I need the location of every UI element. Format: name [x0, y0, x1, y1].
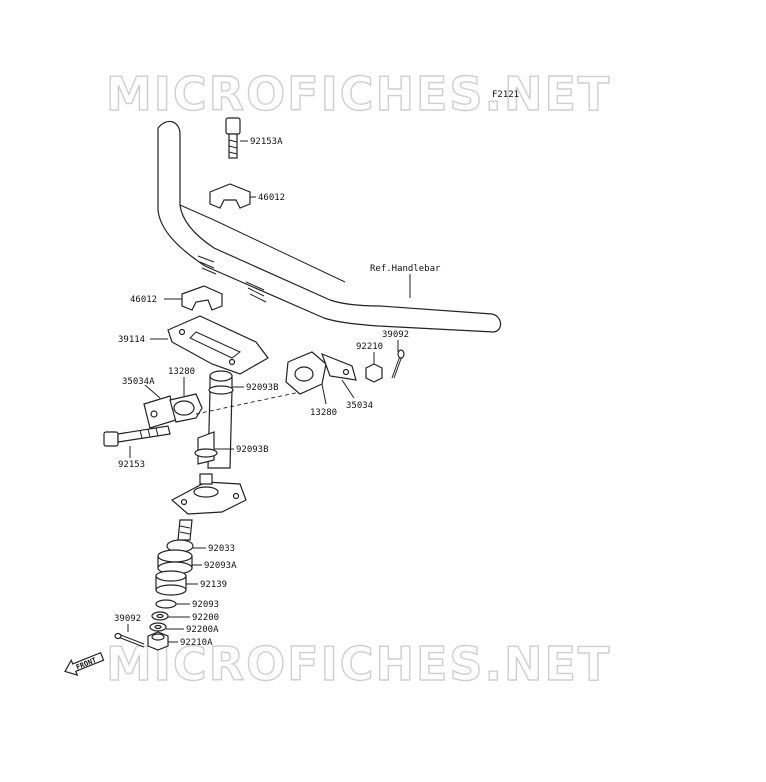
label-92200: 92200 — [192, 613, 219, 623]
label-92093B-upper: 92093B — [246, 383, 279, 393]
label-92033: 92033 — [208, 544, 235, 554]
handlebar — [157, 120, 502, 333]
watermark-top: MICROFICHES.NET — [106, 67, 611, 121]
oring-92093A — [157, 549, 193, 575]
label-46012-upper: 46012 — [258, 193, 285, 203]
label-39092-lower: 39092 — [114, 614, 141, 624]
watermark-bottom: MICROFICHES.NET — [106, 637, 611, 691]
label-92153A: 92153A — [250, 137, 283, 147]
front-label: FRONT — [75, 656, 98, 671]
cotter-pin-39092-lower — [114, 632, 145, 648]
steering-shaft — [194, 370, 234, 469]
washer-92200A — [149, 622, 167, 632]
label-92093: 92093 — [192, 600, 219, 610]
lower-shaft — [177, 519, 193, 541]
lower-plate — [170, 473, 247, 515]
washer-92200 — [151, 611, 169, 621]
clamp-upper-46012 — [209, 183, 251, 209]
nut-92210 — [365, 363, 383, 383]
label-92093A: 92093A — [204, 561, 237, 571]
bolt-92153 — [103, 425, 171, 447]
label-ref-handlebar: Ref.Handlebar — [370, 264, 441, 274]
figure-code: F2121 — [492, 90, 519, 100]
label-92200A: 92200A — [186, 625, 219, 635]
holder-plate-39114 — [167, 315, 269, 375]
oring-92093 — [155, 599, 177, 609]
label-39092-upper: 39092 — [382, 330, 409, 340]
handlebar-knurl-right — [245, 281, 267, 303]
label-13280-right: 13280 — [310, 408, 337, 418]
label-35034A: 35034A — [122, 377, 155, 387]
cotter-pin-39092-upper — [391, 349, 405, 379]
bearing-92139 — [155, 570, 187, 596]
nut-92210A — [147, 631, 169, 651]
bolt-92153A — [225, 117, 241, 159]
label-46012-lower: 46012 — [130, 295, 157, 305]
clamp-lower-46012 — [181, 285, 223, 311]
axis-line — [195, 391, 301, 415]
front-arrow-icon: FRONT — [64, 651, 105, 677]
label-92153: 92153 — [118, 460, 145, 470]
label-92210A: 92210A — [180, 638, 213, 648]
handlebar-knurl-left — [197, 255, 217, 275]
label-39114: 39114 — [118, 335, 145, 345]
bracket-35034A — [143, 393, 203, 429]
label-92210: 92210 — [356, 342, 383, 352]
label-92093B-lower: 92093B — [236, 445, 269, 455]
bracket-35034 — [285, 351, 357, 395]
label-92139: 92139 — [200, 580, 227, 590]
label-35034: 35034 — [346, 401, 373, 411]
label-13280-left: 13280 — [168, 367, 195, 377]
